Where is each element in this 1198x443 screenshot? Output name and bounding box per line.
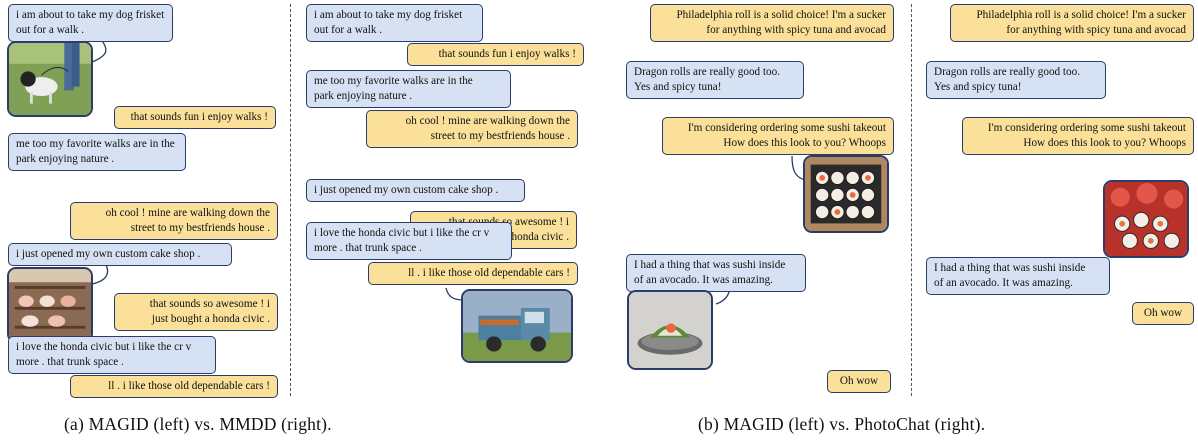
- chat-message-user: me too my favorite walks are in the park…: [8, 133, 186, 171]
- caption-b: (b) MAGID (left) vs. PhotoChat (right).: [698, 414, 986, 434]
- chat-message-user: i love the honda civic but i like the cr…: [306, 222, 512, 260]
- chat-message-bot: Oh wow: [827, 370, 891, 393]
- sushi-platter-photo: [1103, 180, 1189, 258]
- chat-message-user: i just opened my own custom cake shop .: [8, 243, 232, 266]
- chat-message-bot: Philadelphia roll is a solid choice! I'm…: [650, 4, 894, 42]
- chat-message-user: me too my favorite walks are in the park…: [306, 70, 511, 108]
- chat-message-user: Dragon rolls are really good too. Yes an…: [626, 61, 804, 99]
- chat-message-bot: oh cool ! mine are walking down the stre…: [70, 202, 278, 240]
- chat-message-bot: I'm considering ordering some sushi take…: [662, 117, 894, 155]
- chat-message-bot: that sounds fun i enjoy walks !: [114, 106, 276, 129]
- caption-a: (a) MAGID (left) vs. MMDD (right).: [64, 414, 332, 434]
- chat-message-user: i love the honda civic but i like the cr…: [8, 336, 216, 374]
- cake-shop-photo: [7, 267, 93, 343]
- divider: [911, 4, 912, 396]
- chat-message-bot: ll . i like those old dependable cars !: [70, 375, 278, 398]
- chat-message-user: I had a thing that was sushi inside of a…: [926, 257, 1110, 295]
- chat-message-bot: Oh wow: [1132, 302, 1194, 325]
- chat-message-user: Dragon rolls are really good too. Yes an…: [926, 61, 1106, 99]
- old-truck-photo: [461, 289, 573, 363]
- chat-message-bot: that sounds fun i enjoy walks !: [407, 43, 584, 66]
- avocado-sushi-photo: [627, 290, 713, 370]
- chat-message-bot: Philadelphia roll is a solid choice! I'm…: [950, 4, 1194, 42]
- chat-message-bot: that sounds so awesome ! i just bought a…: [114, 293, 278, 331]
- sushi-box-photo: [803, 155, 889, 233]
- chat-message-bot: I'm considering ordering some sushi take…: [962, 117, 1194, 155]
- chat-message-bot: ll . i like those old dependable cars !: [368, 262, 578, 285]
- chat-message-user: i am about to take my dog frisket out fo…: [8, 4, 173, 42]
- divider: [290, 4, 291, 396]
- dog-walk-photo: [7, 41, 93, 117]
- chat-message-user: i just opened my own custom cake shop .: [306, 179, 525, 202]
- chat-message-user: I had a thing that was sushi inside of a…: [626, 254, 806, 292]
- chat-message-user: i am about to take my dog frisket out fo…: [306, 4, 483, 42]
- chat-message-bot: oh cool ! mine are walking down the stre…: [366, 110, 578, 148]
